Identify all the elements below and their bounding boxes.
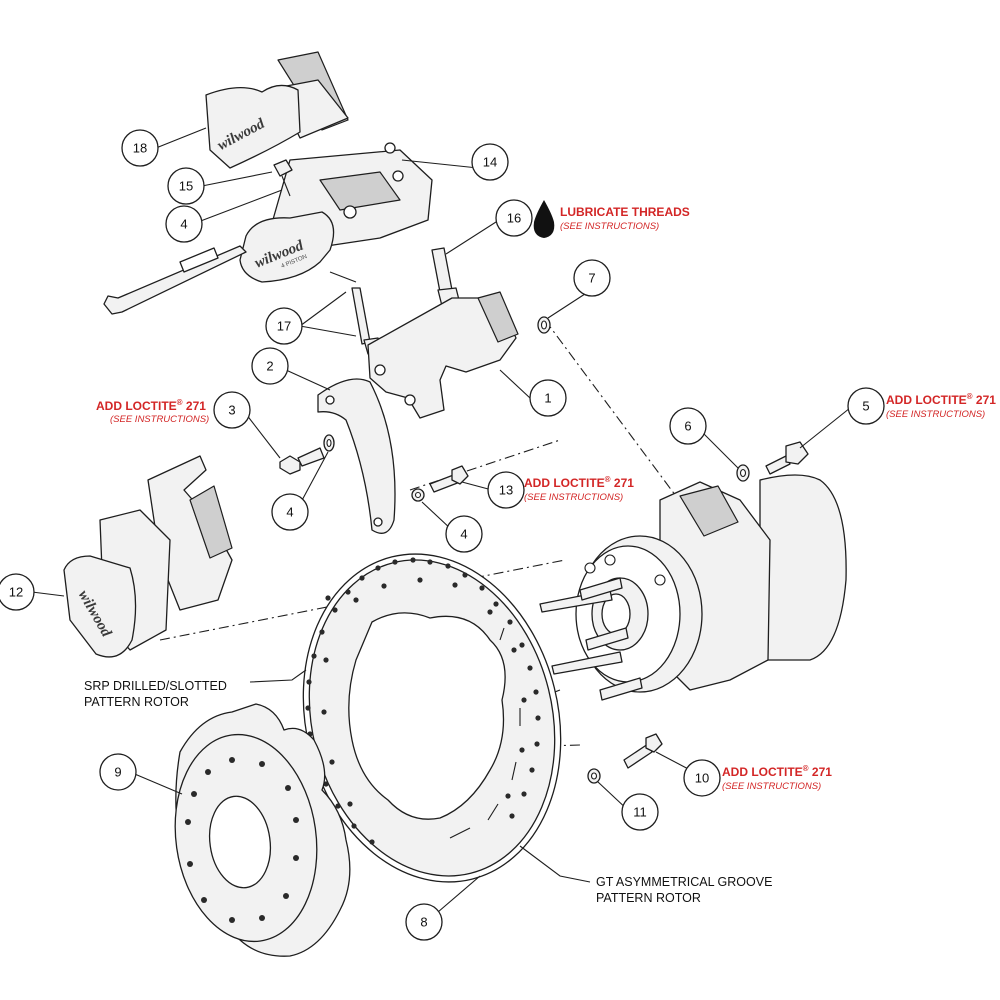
rotor-drill-holes [305,557,541,845]
loctite-note-3-main: ADD LOCTITE® 271 [96,398,206,413]
washer-part-4-right [411,488,425,502]
callout-4-right: 4 [445,515,483,553]
washer-part-4-left [323,434,335,452]
caliper-part-14: wilwood 4 PISTON [239,142,433,283]
callout-7: 7 [573,259,611,297]
parking-brake-caliper-part-12: wilwood [63,455,233,658]
bolt-part-5 [765,441,809,475]
pad-pin-clip-part-15 [273,159,293,197]
svg-text:4: 4 [180,217,187,232]
bolt-part-3 [279,447,325,475]
hat-bolt-holes [185,757,299,923]
plate-part-2 [317,378,396,534]
callout-2: 2 [251,347,289,385]
srp-caption-line1: SRP DRILLED/SLOTTED [84,679,227,693]
bolt-part-13 [429,465,469,493]
callout-13: 13 [487,471,525,509]
washer-part-7 [537,316,551,334]
callout-14: 14 [471,143,509,181]
lubricate-note-sub: (SEE INSTRUCTIONS) [560,221,659,232]
svg-text:15: 15 [179,179,193,194]
srp-caption-line2: PATTERN ROTOR [84,695,189,709]
rotor-hat-part-9 [174,703,351,957]
svg-text:8: 8 [420,915,427,930]
oil-drop-icon [533,200,555,238]
svg-text:6: 6 [684,419,691,434]
svg-text:3: 3 [228,403,235,418]
mount-stud-part-16 [431,247,461,307]
loctite-note-5-main: ADD LOCTITE® 271 [886,392,996,407]
svg-text:13: 13 [499,483,513,498]
svg-text:17: 17 [277,319,291,334]
srp-rotor-caption: SRP DRILLED/SLOTTED PATTERN ROTOR [84,679,227,709]
svg-text:9: 9 [114,765,121,780]
svg-text:10: 10 [695,771,709,786]
svg-text:18: 18 [133,141,147,156]
svg-text:4: 4 [286,505,293,520]
caliper-bracket-part-1 [367,291,519,419]
callout-10: 10 [683,759,721,797]
svg-text:14: 14 [483,155,497,170]
lubricate-note-main: LUBRICATE THREADS [560,205,690,219]
callout-5: 5 [847,387,885,425]
loctite-note-10-sub: (SEE INSTRUCTIONS) [722,781,821,792]
bolt-part-10 [623,733,663,769]
callout-18: 18 [121,129,159,167]
caliper-long-bolt [103,245,247,315]
axle-hub-assembly [539,474,847,701]
loctite-note-3-sub: (SEE INSTRUCTIONS) [110,414,209,425]
svg-text:12: 12 [9,585,23,600]
callout-15: 15 [167,167,205,205]
rotor-slots [449,627,521,839]
loctite-note-5-sub: (SEE INSTRUCTIONS) [886,409,985,420]
loctite-note-10: ADD LOCTITE® 271 (SEE INSTRUCTIONS) [722,764,832,792]
svg-text:1: 1 [544,391,551,406]
svg-text:5: 5 [862,399,869,414]
loctite-note-13-sub: (SEE INSTRUCTIONS) [524,492,623,503]
loctite-note-13: ADD LOCTITE® 271 (SEE INSTRUCTIONS) [524,475,634,503]
callout-12: 12 [0,573,35,611]
callout-4-left: 4 [271,493,309,531]
svg-text:2: 2 [266,359,273,374]
callout-leaders [31,127,851,913]
callout-3: 3 [213,391,251,429]
callout-6: 6 [669,407,707,445]
washer-part-6 [736,464,750,482]
loctite-note-13-main: ADD LOCTITE® 271 [524,475,634,490]
callout-4-top: 4 [165,205,203,243]
callout-8: 8 [405,903,443,941]
callout-9: 9 [99,753,137,791]
gt-caption-line2: PATTERN ROTOR [596,891,701,905]
svg-text:16: 16 [507,211,521,226]
svg-text:11: 11 [633,805,647,820]
callout-11: 11 [621,793,659,831]
washer-part-11 [587,768,601,784]
callout-16: 16 [495,199,533,237]
loctite-note-5: ADD LOCTITE® 271 (SEE INSTRUCTIONS) [886,392,996,420]
brake-pad-part-18: wilwood [205,51,349,169]
loctite-note-3: ADD LOCTITE® 271 (SEE INSTRUCTIONS) [96,398,209,425]
callout-17: 17 [265,307,303,345]
rotor-part-8 [302,553,562,883]
svg-text:4: 4 [460,527,467,542]
gt-rotor-caption: GT ASYMMETRICAL GROOVE PATTERN ROTOR [596,875,772,905]
svg-text:7: 7 [588,271,595,286]
lubricate-threads-note: LUBRICATE THREADS (SEE INSTRUCTIONS) [533,200,690,238]
loctite-note-10-main: ADD LOCTITE® 271 [722,764,832,779]
gt-caption-line1: GT ASYMMETRICAL GROOVE [596,875,772,889]
callout-1: 1 [529,379,567,417]
